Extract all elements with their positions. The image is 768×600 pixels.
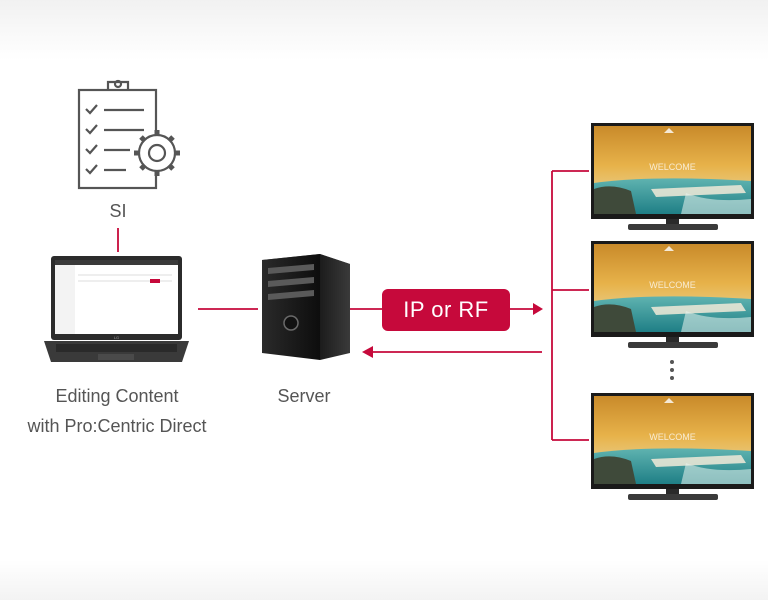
ip-or-rf-badge: IP or RF [382, 289, 510, 331]
laptop-label-line2: with Pro:Centric Direct [27, 416, 207, 436]
forward-arrowhead [533, 303, 543, 315]
server-label: Server [277, 386, 331, 406]
laptop-label-line1: Editing Content [55, 386, 179, 406]
tv-icon [591, 241, 754, 348]
tv-icon [591, 393, 754, 500]
laptop-icon: LG [44, 256, 189, 362]
more-tvs-ellipsis [670, 360, 674, 380]
svg-text:LG: LG [114, 335, 119, 340]
checklist-gear-icon [77, 79, 180, 190]
server-icon [262, 254, 350, 360]
si-label: SI [109, 201, 127, 221]
tv-bracket [551, 170, 589, 441]
tv-icon [591, 123, 754, 230]
return-arrowhead [362, 346, 373, 358]
